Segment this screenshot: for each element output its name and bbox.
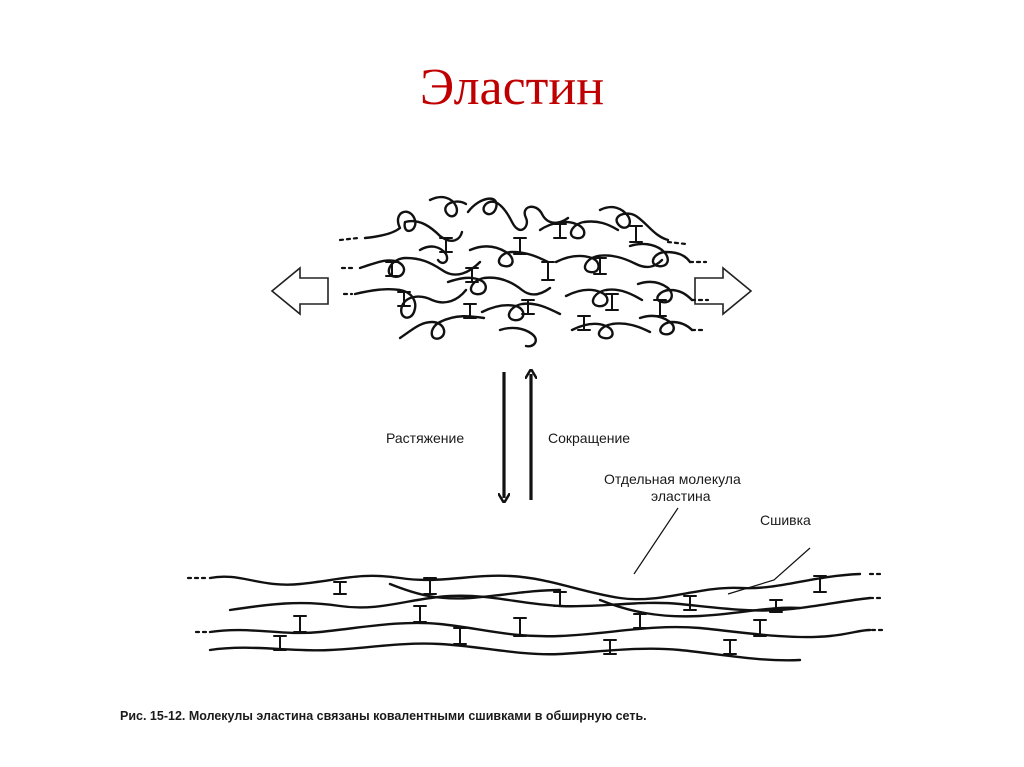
relaxed-elastin-network (338, 195, 710, 348)
crosslink-label: Сшивка (760, 512, 811, 528)
figure-caption: Рис. 15-12. Молекулы эластина связаны ко… (120, 709, 647, 723)
right-hollow-arrow (694, 266, 753, 316)
molecule-leader-line (633, 507, 679, 575)
stretch-label: Растяжение (386, 430, 465, 446)
molecule-label-line1: Отдельная молекула (604, 471, 741, 487)
stretched-elastin-network (186, 572, 886, 662)
left-hollow-arrow (270, 266, 329, 316)
slide-title: Эластин (419, 59, 605, 116)
crosslink-leader-line (727, 547, 811, 595)
contract-label: Сокращение (548, 430, 631, 446)
molecule-label-line2: эластина (651, 488, 711, 504)
